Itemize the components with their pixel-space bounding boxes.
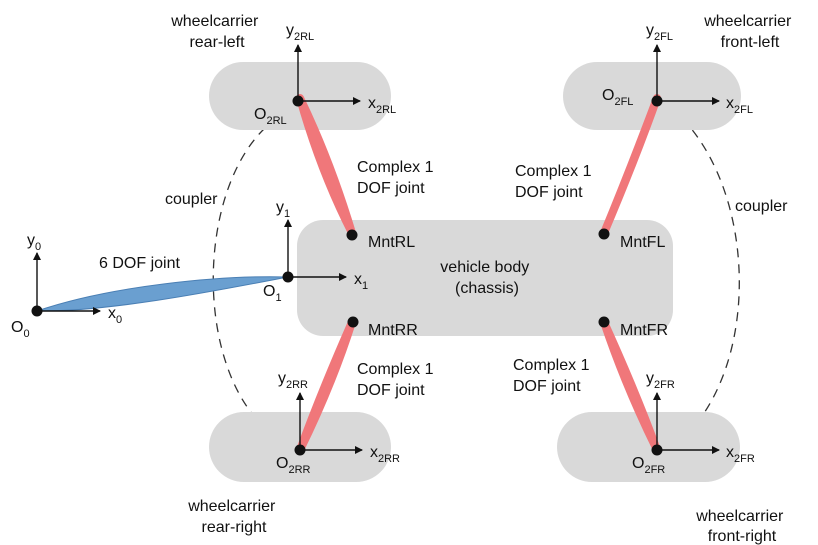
label-joint-rear-left: Complex 1 DOF joint (357, 159, 438, 197)
label-mnt-fr: MntFR (620, 322, 668, 339)
wheelcarrier-front-left-shape (563, 62, 741, 130)
label-axis-y2fl: y2FL (646, 22, 673, 43)
label-origin-o2fr: O2FR (632, 455, 665, 476)
origin-dot-o0 (31, 305, 43, 317)
label-coupler-right: coupler (735, 198, 788, 215)
label-axis-x2rl: x2RL (368, 95, 396, 116)
label-coupler-left: coupler (165, 191, 218, 208)
label-mnt-rr: MntRR (368, 322, 418, 339)
label-mnt-rl: MntRL (368, 234, 415, 251)
label-vehicle-body: vehicle body (chassis) (440, 259, 533, 297)
label-joint-front-left: Complex 1 DOF joint (515, 163, 596, 201)
label-axis-x2fl: x2FL (726, 95, 753, 116)
label-wheelcarrier-rear-left: wheelcarrier rear-left (170, 13, 263, 51)
frame-o1-axes (284, 219, 347, 281)
label-joint-front-right: Complex 1 DOF joint (513, 357, 594, 395)
mount-dot-rr (347, 316, 359, 328)
label-mnt-fl: MntFL (620, 234, 665, 251)
label-wheelcarrier-front-right: wheelcarrier front-right (695, 508, 788, 545)
label-wheelcarrier-front-left: wheelcarrier front-left (703, 13, 796, 51)
label-joint-rear-right: Complex 1 DOF joint (357, 361, 438, 399)
coupler-right-dashed-arc (671, 117, 740, 449)
label-axis-x0: x0 (108, 305, 122, 326)
frame-o2fl-axes (653, 44, 720, 105)
label-wheelcarrier-rear-right: wheelcarrier rear-right (187, 498, 280, 536)
label-axis-y2rr: y2RR (278, 370, 308, 391)
origin-dot-o1 (282, 271, 294, 283)
label-origin-o2rr: O2RR (276, 455, 311, 476)
mount-dot-rl (346, 229, 358, 241)
origin-dot-o2rr (294, 444, 306, 456)
six-dof-joint-link (36, 276, 289, 312)
frame-o2fr-axes (653, 392, 720, 454)
label-axis-y2fr: y2FR (646, 370, 675, 391)
frame-o0-axes (33, 252, 101, 315)
vehicle-body-shape (297, 220, 673, 336)
frame-o2rl-axes (294, 44, 361, 105)
label-origin-o2fl: O2FL (602, 87, 633, 108)
label-six-dof-joint: 6 DOF joint (99, 255, 180, 272)
mount-dot-fr (598, 316, 610, 328)
wheelcarrier-front-right-shape (557, 412, 740, 482)
label-axis-x2rr: x2RR (370, 444, 400, 465)
label-axis-y1: y1 (276, 199, 290, 220)
label-origin-o1: O1 (263, 283, 282, 304)
label-axis-y2rl: y2RL (286, 22, 314, 43)
origin-dot-o2fl (651, 95, 663, 107)
label-axis-y0: y0 (27, 232, 41, 253)
origin-dot-o2fr (651, 444, 663, 456)
frame-o2rr-axes (296, 392, 363, 454)
label-axis-x1: x1 (354, 271, 368, 292)
origin-dot-o2rl (292, 95, 304, 107)
label-origin-o2rl: O2RL (254, 106, 287, 127)
label-origin-o0: O0 (11, 319, 30, 340)
label-axis-x2fr: x2FR (726, 444, 755, 465)
mount-dot-fl (598, 228, 610, 240)
